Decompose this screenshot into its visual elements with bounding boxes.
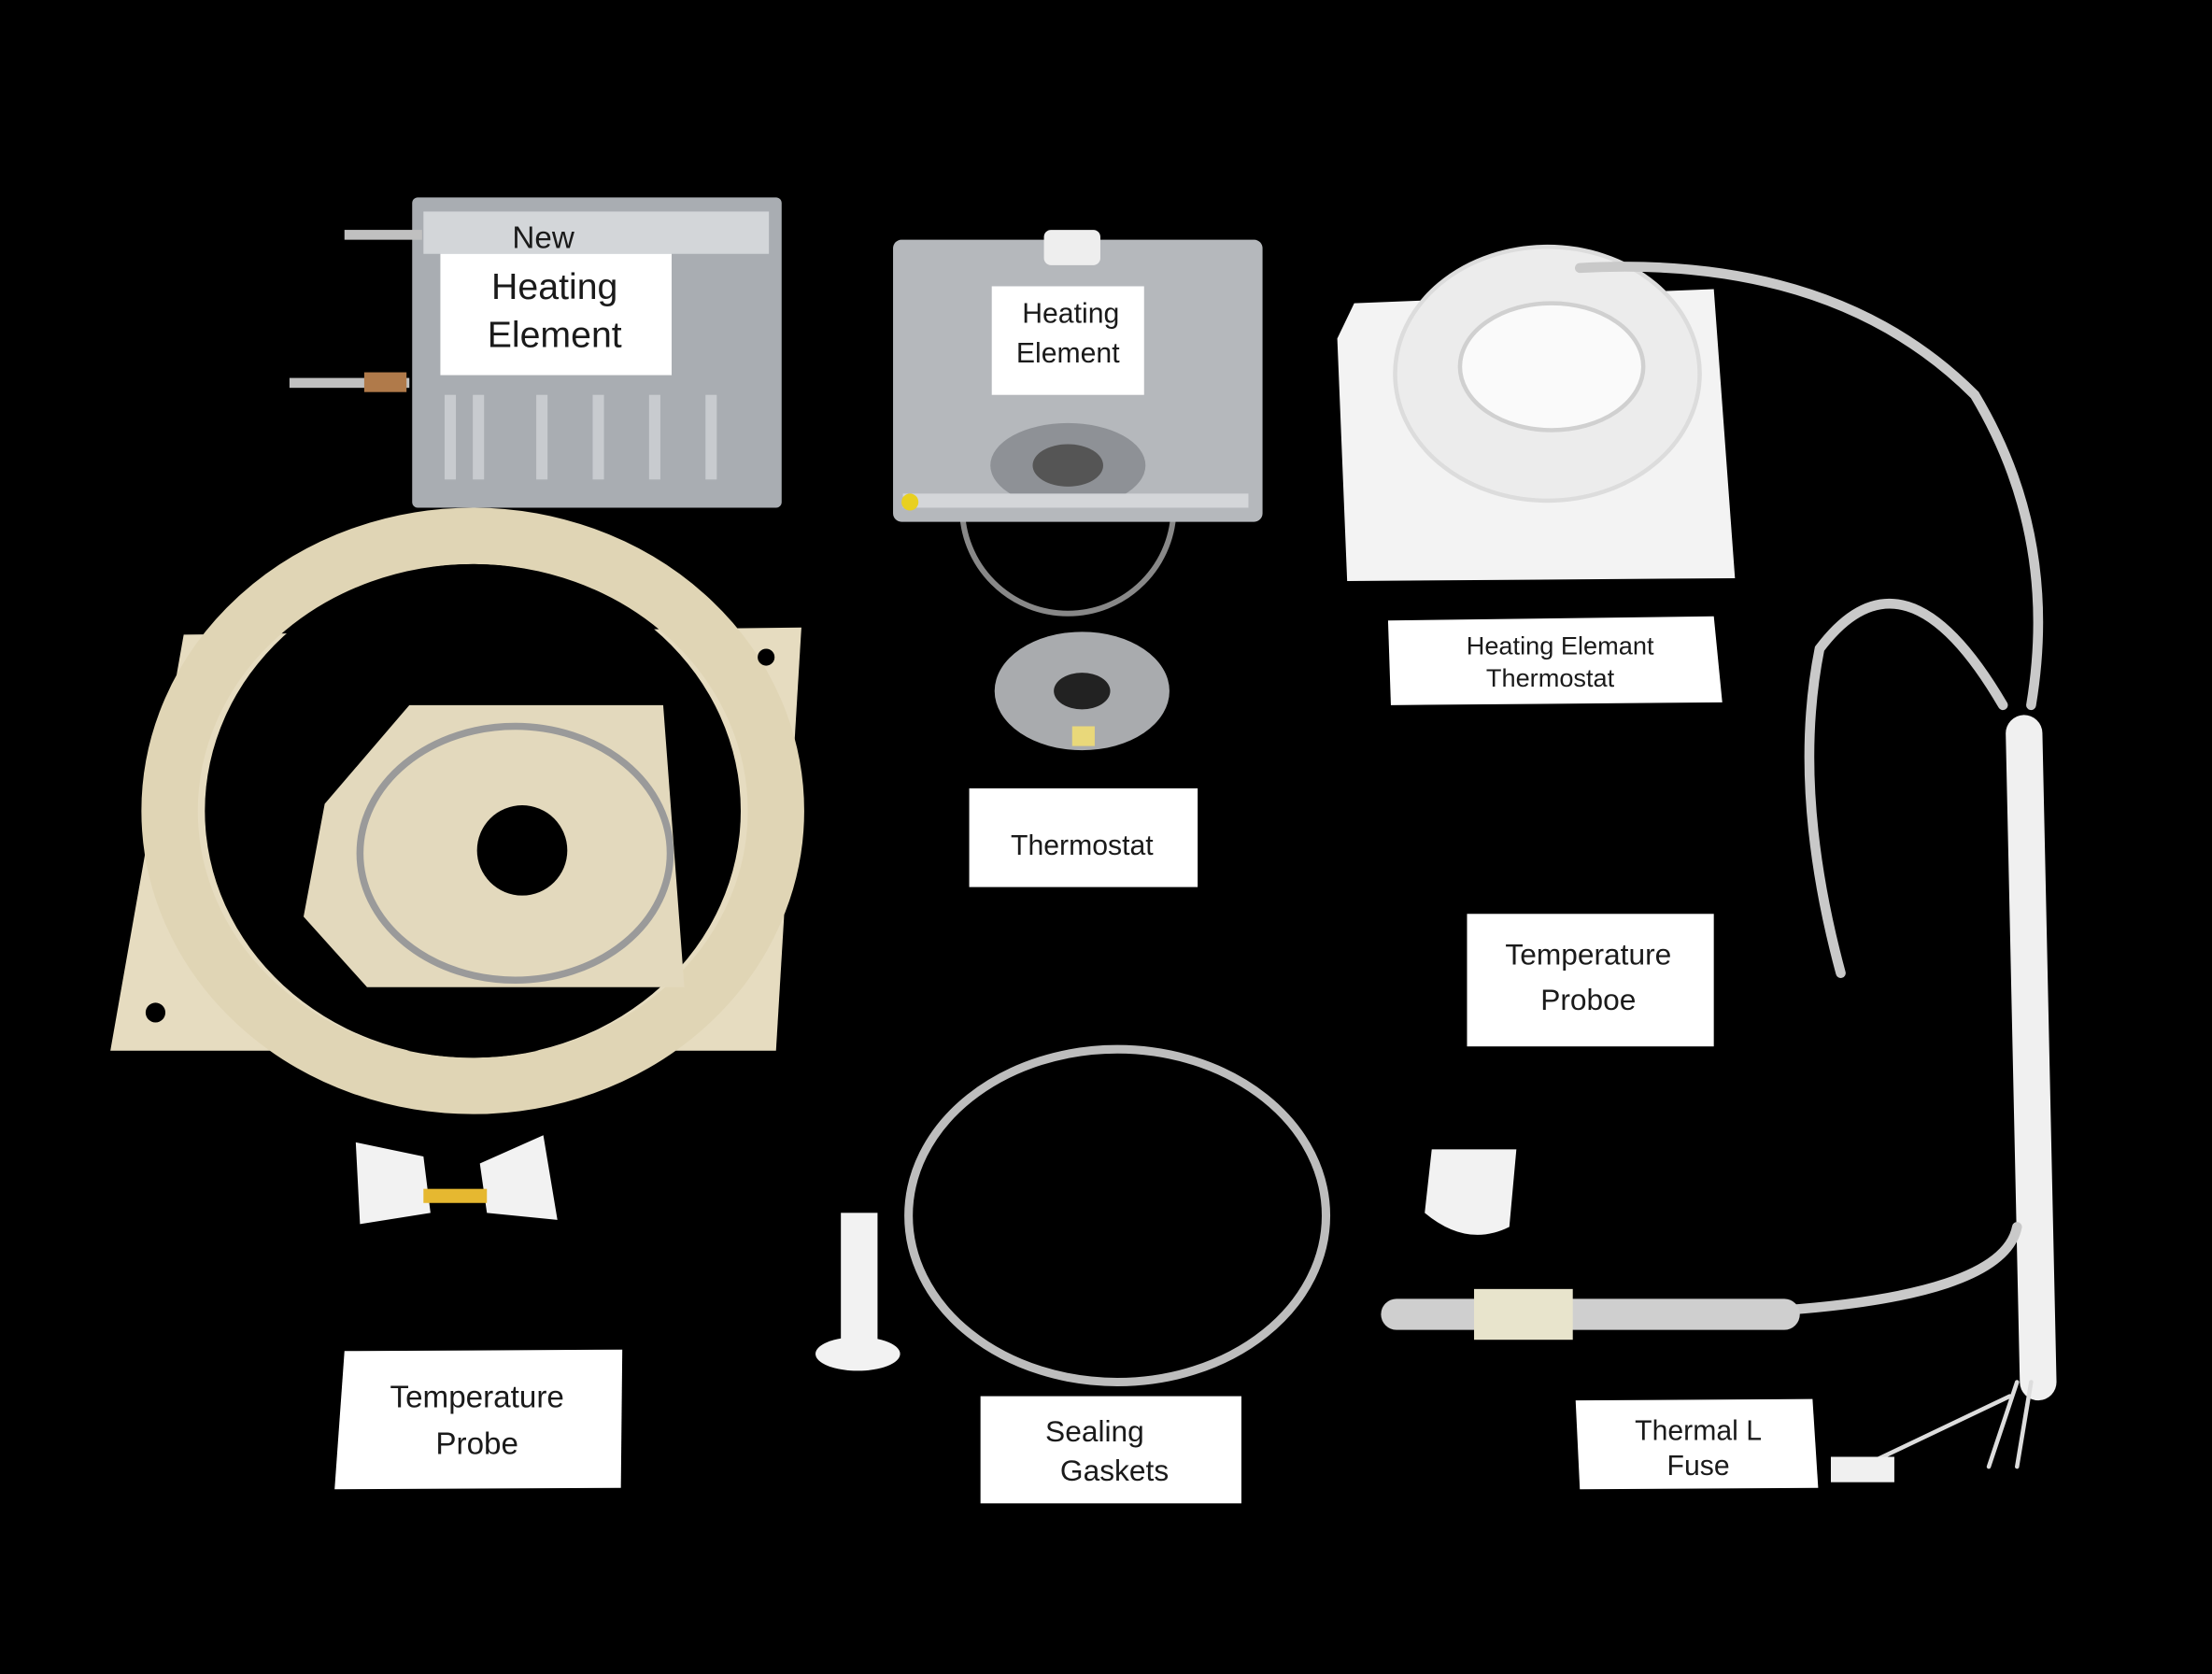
sealing-gasket-part — [904, 1044, 1331, 1387]
label-text: Sealing — [1045, 1414, 1144, 1448]
label-text: Thermostat — [1011, 830, 1154, 861]
label-text: Heating — [491, 266, 617, 307]
thermostat-part — [994, 631, 1170, 751]
label-thermal-fuse: Thermal L Fuse — [1575, 1398, 1819, 1490]
small-connectors-part — [355, 1135, 1517, 1371]
label-heating-element: Heating Element — [991, 286, 1144, 395]
label-text: Fuse — [1667, 1451, 1730, 1482]
label-heating-element-thermostat: Heating Elemant Thermostat — [1387, 616, 1723, 705]
label-text: Heating Elemant — [1467, 631, 1654, 660]
thermostat-housing-part — [1337, 244, 1736, 581]
label-text: Thermal L — [1635, 1415, 1762, 1446]
label-temperature-probe: Temperature Probe — [334, 1349, 623, 1490]
mounting-plate-part — [110, 507, 804, 1114]
label-text: Temperature — [390, 1381, 563, 1415]
label-text: Temperature — [1505, 938, 1671, 972]
label-text: Probe — [435, 1426, 518, 1461]
label-text: Gaskets — [1060, 1454, 1169, 1487]
label-text: Element — [488, 314, 622, 355]
label-text: Proboe — [1540, 983, 1636, 1016]
label-thermostat: Thermostat — [969, 787, 1198, 887]
label-text: Heating — [1022, 299, 1119, 330]
label-text: New — [512, 221, 574, 256]
temperature-probe-cable-part — [1381, 262, 2057, 1482]
label-temperature-proboe: Temperature Proboe — [1467, 914, 1714, 1047]
label-sealing-gaskets: Sealing Gaskets — [980, 1396, 1241, 1504]
label-new-heating-element: New Heating Element — [440, 221, 673, 376]
label-text: Element — [1016, 338, 1120, 369]
label-text: Thermostat — [1486, 663, 1615, 692]
